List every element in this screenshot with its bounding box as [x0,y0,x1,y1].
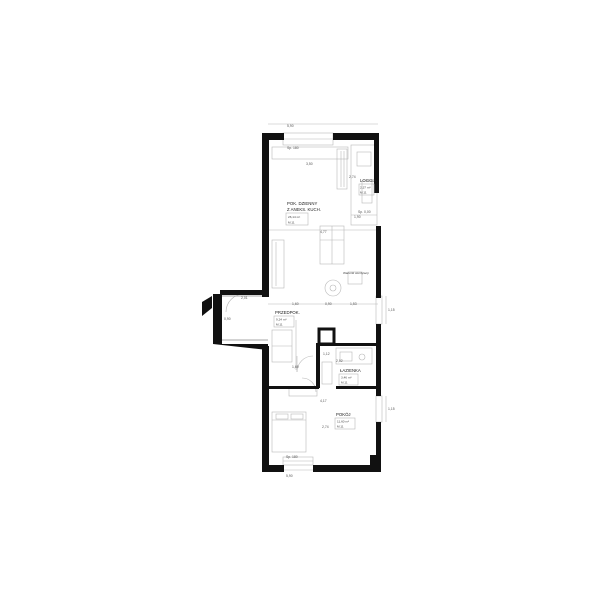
room-code: M.11 [337,425,344,429]
room-code: M.11 [276,323,283,327]
room-name: PRZEDPOK. [275,310,300,315]
dim-hall-b: 0,90 [325,302,332,306]
furniture-layer [214,123,387,471]
dim-room-w: 4,17 [320,399,327,403]
room-hall: PRZEDPOK. 9,24 m² M.11 [273,310,300,328]
dimensions: 5,90 Sp. 180 3,50 2,74 Sp. 0,00 4,77 War… [224,124,395,478]
room-code: M.11 [360,191,367,195]
dim-entry-side: 0,90 [224,317,231,321]
room-loggia: LOGGIA 2,37 m² M.11 [358,178,377,196]
room-area: 11,60 m² [337,420,349,424]
dim-room-h: 2,74 [322,425,329,429]
room-name: ŁAZIENKA [340,368,361,373]
dim-hall-c: 1,53 [350,302,357,306]
room-name: POKÓJ [336,412,351,417]
room-name: POK. DZIENNY [287,201,317,206]
room-area: 26,14 m² [288,215,300,219]
walls [202,133,381,472]
room-code: M.11 [288,221,295,225]
room-name: LOGGIA [360,178,377,183]
dim-bath-a: 1,69 [292,365,299,369]
dim-bottom-inner: Sp. 180 [286,455,298,459]
dim-kitchen-w: 3,50 [306,162,313,166]
dim-bath-c: 2,02 [336,359,343,363]
room-area: 3,46 m² [341,376,352,380]
dim-top-outer: 5,90 [287,124,294,128]
room-area: 9,24 m² [276,318,287,322]
dim-bottom-outer: 5,90 [286,474,293,478]
dim-kitchen-h: 2,74 [349,175,356,179]
dim-living-w: 4,77 [320,230,327,234]
dim-hall-a: 1,60 [292,302,299,306]
entrance-arrow-icon [202,296,212,316]
dim-loggia-h: 1,90 [354,215,361,219]
room-living: POK. DZIENNY Z ANEKS. KUCH. 26,14 m² M.1… [285,201,321,226]
room-bedroom: POKÓJ 11,60 m² M.11 [334,412,356,430]
dim-right-2: 1,15 [388,407,395,411]
dim-bath-b: 1,12 [323,352,330,356]
dim-top-inner: Sp. 180 [287,146,299,150]
dim-entry: 2,01 [241,296,248,300]
room-name-line2: Z ANEKS. KUCH. [287,207,321,212]
dim-loggia-note: Sp. 0,00 [358,210,371,214]
dim-right-1: 1,15 [388,308,395,312]
room-area: 2,37 m² [360,186,371,190]
room-bathroom: ŁAZIENKA 3,46 m² M.11 [338,368,361,386]
ventilation-note: Warunki wentylacji [343,271,369,275]
room-code: M.11 [341,381,348,385]
